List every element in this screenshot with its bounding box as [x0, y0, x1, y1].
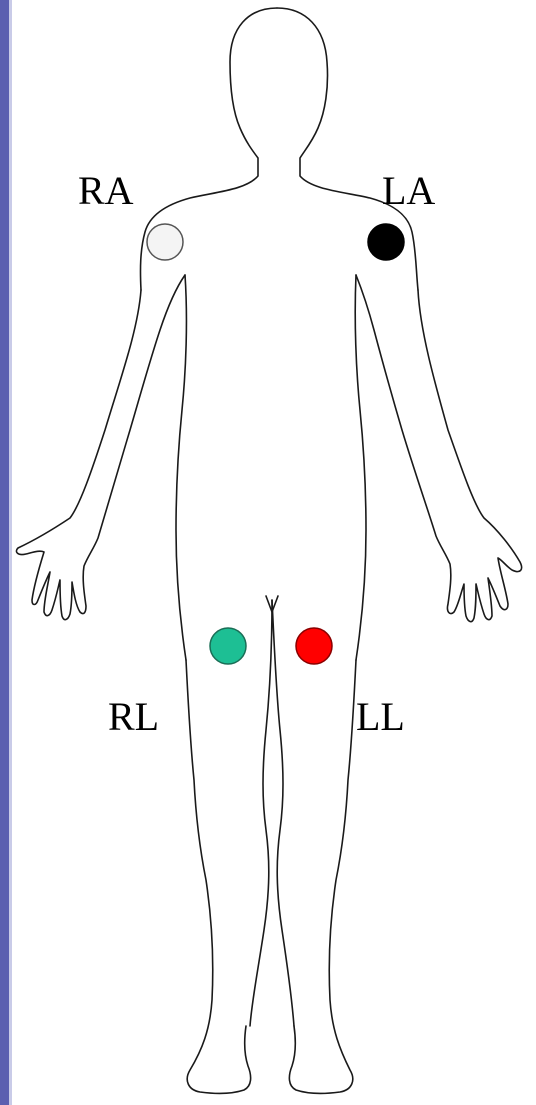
torso-right-side	[176, 275, 186, 660]
right-leg-inner	[250, 600, 272, 1026]
torso-left-side	[355, 275, 366, 660]
left-leg-outer	[289, 660, 356, 1093]
label-rl: RL	[108, 694, 159, 739]
label-la: LA	[382, 168, 435, 213]
electrode-rl	[210, 628, 246, 664]
right-arm-outline	[16, 275, 185, 620]
electrode-ll	[296, 628, 332, 664]
left-arm-outline	[356, 275, 522, 622]
left-leg-inner	[272, 600, 294, 1026]
label-ll: LL	[356, 694, 405, 739]
label-ra: RA	[78, 168, 134, 213]
electrode-la	[368, 224, 404, 260]
right-leg-outer	[186, 660, 251, 1093]
electrode-ra	[147, 224, 183, 260]
